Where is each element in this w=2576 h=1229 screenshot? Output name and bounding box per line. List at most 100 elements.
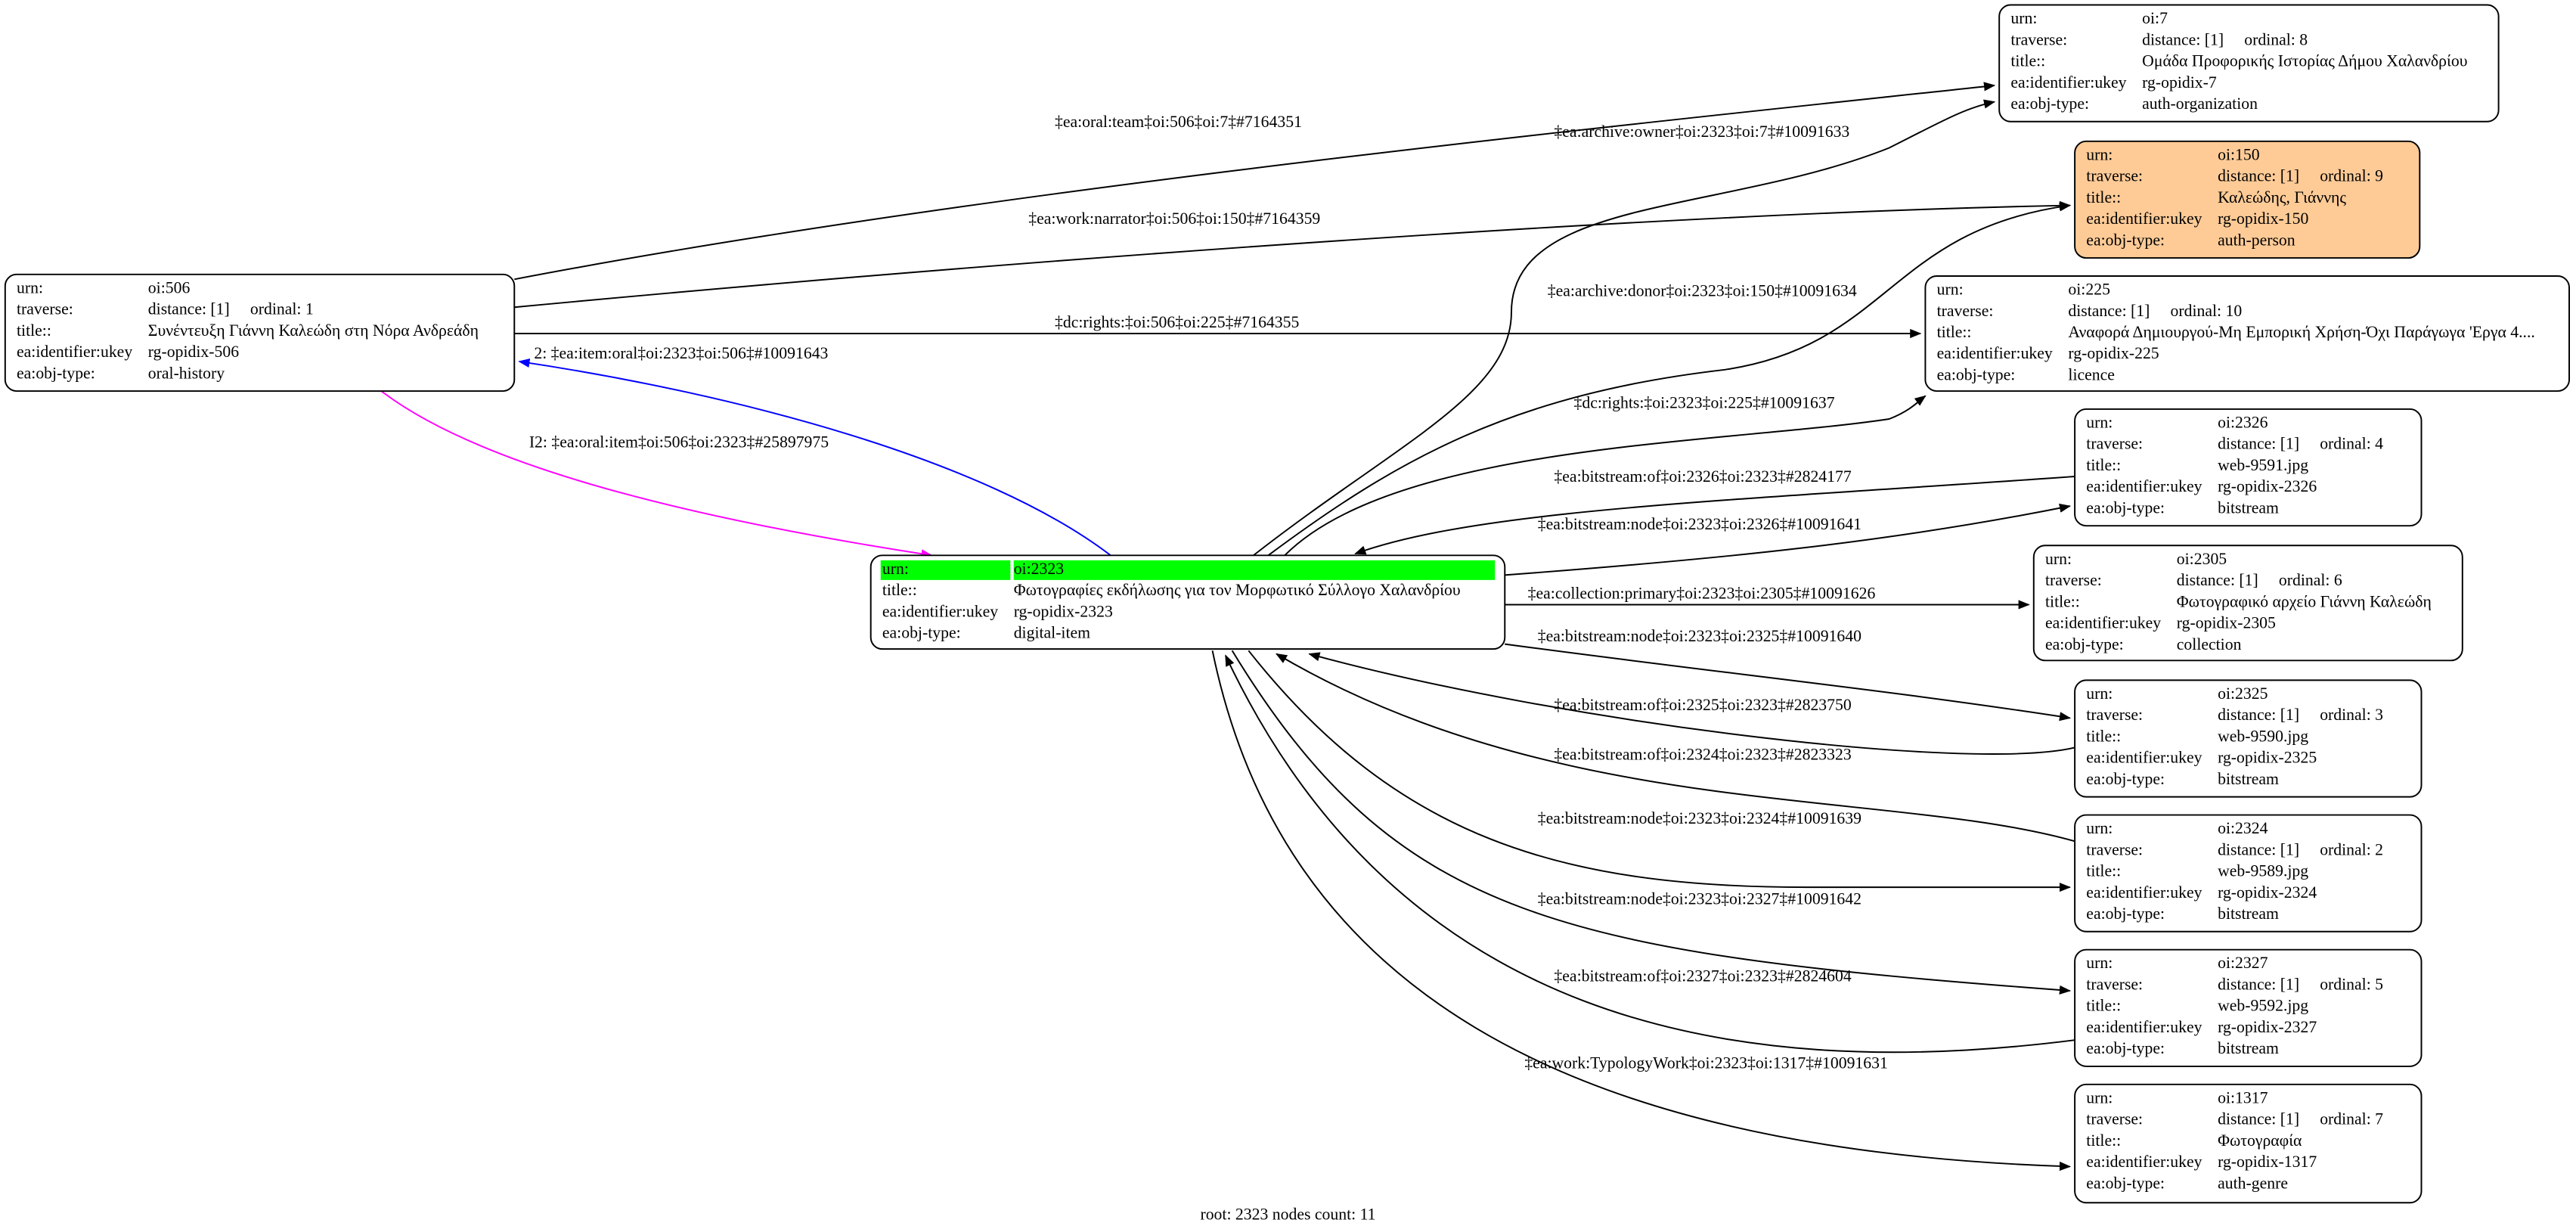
node-field-value: web-9589.jpg — [2218, 862, 2308, 880]
node-field-value: distance: [1] ordinal: 3 — [2218, 706, 2383, 724]
node-field-value: rg-opidix-2324 — [2218, 883, 2317, 902]
edge-line — [1275, 653, 2075, 843]
node-field-value: rg-opidix-1317 — [2218, 1153, 2317, 1171]
node-field-label: traverse: — [2045, 571, 2102, 589]
node-field-value: rg-opidix-2305 — [2177, 614, 2276, 632]
node-box — [2074, 408, 2423, 527]
edge-label: ‡ea:work:TypologyWork‡oi:2323‡oi:1317‡#1… — [1524, 1054, 1888, 1072]
node-field-value: distance: [1] ordinal: 8 — [2142, 30, 2308, 48]
node-field-label: urn: — [2086, 819, 2113, 837]
node-field-value: collection — [2177, 635, 2242, 653]
node-field-value: Συνέντευξη Γιάννη Καλεώδη στη Νόρα Ανδρε… — [148, 321, 479, 340]
node-field-label: urn: — [2010, 9, 2037, 27]
node-field-label: traverse: — [2086, 167, 2143, 185]
node-field-label: ea:obj-type: — [2010, 95, 2089, 113]
edge-label: ‡ea:archive:donor‡oi:2323‡oi:150‡#100916… — [1548, 282, 1857, 300]
edge-label: ‡ea:bitstream:of‡oi:2326‡oi:2323‡#282417… — [1554, 467, 1851, 486]
edge-label: ‡ea:bitstream:node‡oi:2323‡oi:2324‡#1009… — [1538, 809, 1861, 827]
node-field-label: ea:obj-type: — [2086, 1039, 2165, 1057]
node-box — [4, 273, 516, 393]
node-field-value: digital-item — [1014, 624, 1090, 642]
node-field-value: distance: [1] ordinal: 5 — [2218, 975, 2383, 993]
edge-line — [1284, 395, 1927, 556]
edge-label: 2: ‡ea:item:oral‡oi:2323‡oi:506‡#1009164… — [534, 344, 828, 362]
edge-n2323-n7: ‡ea:archive:owner‡oi:2323‡oi:7‡#10091633 — [1253, 99, 1996, 557]
edge-line — [1211, 650, 2072, 1172]
node-field-value: Αναφορά Δημιουργού-Μη Εμπορική Χρήση-Όχι… — [2068, 323, 2534, 341]
node-field-value: distance: [1] ordinal: 7 — [2218, 1110, 2383, 1128]
edge-n2323-n2327: ‡ea:bitstream:node‡oi:2323‡oi:2327‡#1009… — [1231, 650, 2072, 995]
edge-line — [1267, 202, 2072, 557]
node-field-value: oi:7 — [2142, 9, 2168, 27]
node-field-value: web-9592.jpg — [2218, 997, 2308, 1015]
node-field-label: ea:identifier:ukey — [1937, 344, 2053, 362]
node-field-value: Φωτογραφία — [2218, 1131, 2302, 1150]
node-field-value: auth-genre — [2218, 1174, 2288, 1192]
node-field-label: ea:identifier:ukey — [2086, 1153, 2202, 1171]
node-field-value: auth-organization — [2142, 95, 2258, 113]
edge-label: ‡ea:collection:primary‡oi:2323‡oi:2305‡#… — [1528, 584, 1876, 602]
edge-n2325-n2323: ‡ea:bitstream:of‡oi:2325‡oi:2323‡#282375… — [1308, 652, 2075, 755]
edge-line — [1308, 652, 2075, 755]
node-field-label: title:: — [882, 581, 917, 599]
node-field-value: oi:2327 — [2218, 954, 2268, 972]
node-field-value: Φωτογραφικό αρχείο Γιάννη Καλεώδη — [2177, 592, 2432, 610]
node-field-value: distance: [1] ordinal: 4 — [2218, 435, 2383, 453]
node-field-label: urn: — [2086, 684, 2113, 703]
edge-line — [1354, 476, 2075, 555]
node-field-label: urn: — [2045, 550, 2072, 568]
node-field-value: rg-opidix-2325 — [2218, 749, 2317, 767]
node-field-label: ea:identifier:ukey — [2045, 614, 2161, 632]
node-field-label: ea:identifier:ukey — [2086, 477, 2202, 495]
node-box — [2074, 814, 2423, 933]
node-field-label: ea:obj-type: — [2086, 1174, 2165, 1192]
node-field-label: title:: — [2086, 997, 2121, 1015]
edge-n506-n2323: I2: ‡ea:oral:item‡oi:506‡oi:2323‡#258979… — [380, 390, 933, 559]
edge-label: ‡dc:rights:‡oi:2323‡oi:225‡#10091637 — [1574, 393, 1835, 411]
node-field-value: rg-opidix-150 — [2218, 209, 2308, 228]
node-field-label: urn: — [2086, 954, 2113, 972]
node-field-value: distance: [1] ordinal: 9 — [2218, 167, 2383, 185]
node-field-label: ea:identifier:ukey — [882, 602, 998, 620]
edge-label: ‡ea:bitstream:of‡oi:2327‡oi:2323‡#282460… — [1554, 967, 1851, 985]
node-box — [2074, 140, 2421, 259]
node-field-value: oral-history — [148, 364, 225, 382]
node-field-value: licence — [2068, 365, 2115, 383]
node-field-value: auth-person — [2218, 231, 2295, 249]
edge-line — [1253, 99, 1996, 557]
edge-label: ‡ea:bitstream:node‡oi:2323‡oi:2325‡#1009… — [1538, 627, 1861, 645]
edge-n2327-n2323: ‡ea:bitstream:of‡oi:2327‡oi:2323‡#282460… — [1225, 654, 2075, 1054]
node-field-label: ea:obj-type: — [2086, 498, 2165, 517]
node-field-value: oi:2323 — [1014, 560, 1065, 578]
edge-label: ‡ea:archive:owner‡oi:2323‡oi:7‡#10091633 — [1554, 123, 1849, 141]
node-field-value: rg-opidix-506 — [148, 343, 239, 361]
edge-n2323-n2326: ‡ea:bitstream:node‡oi:2323‡oi:2326‡#1009… — [1505, 503, 2072, 576]
edge-n506-n150: ‡ea:work:narrator‡oi:506‡oi:150‡#7164359 — [514, 200, 2072, 309]
node-field-value: bitstream — [2218, 905, 2279, 923]
edge-line — [1248, 650, 2072, 892]
edge-n2323-n225: ‡dc:rights:‡oi:2323‡oi:225‡#10091637 — [1284, 393, 1927, 556]
node-field-label: title:: — [2086, 727, 2121, 745]
node-box — [2074, 1083, 2423, 1204]
node-field-value: rg-opidix-2323 — [1014, 602, 1113, 620]
node-box — [1924, 275, 2570, 393]
node-field-label: title:: — [2086, 456, 2121, 474]
edge-label: ‡ea:work:narrator‡oi:506‡oi:150‡#7164359 — [1028, 209, 1320, 228]
node-field-label: ea:identifier:ukey — [2086, 883, 2202, 902]
node-field-label: title:: — [2086, 862, 2121, 880]
node-field-label: title:: — [2045, 592, 2080, 610]
node-field-label: urn: — [2086, 413, 2113, 431]
node-field-value: rg-opidix-225 — [2068, 344, 2159, 362]
